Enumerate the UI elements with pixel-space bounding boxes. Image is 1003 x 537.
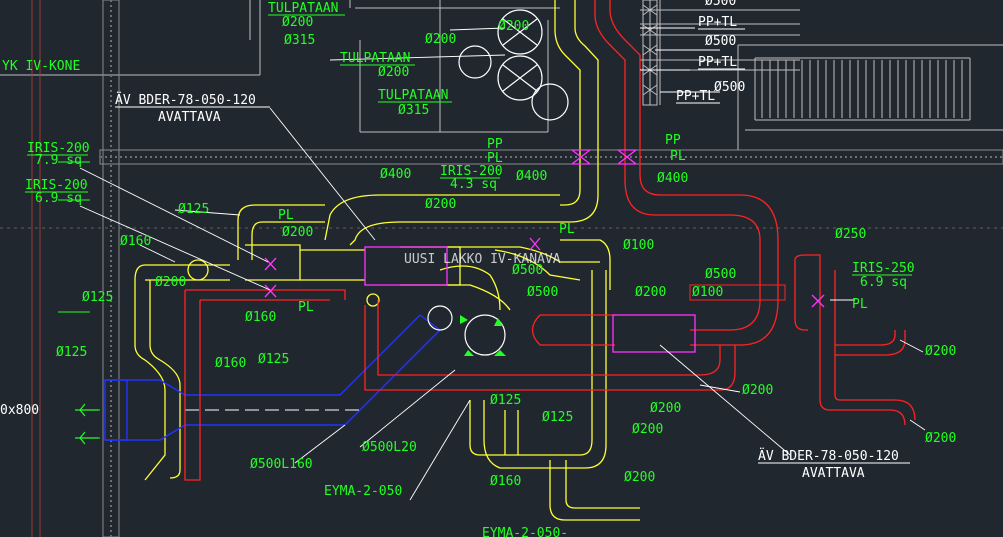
label-d200-mid: Ø200 [425,32,456,47]
label-area79: 7.9 sq [35,153,82,168]
label-d500-c: Ø500 [512,263,543,278]
label-d200-r5: Ø200 [632,422,663,437]
wall-band [0,149,1003,229]
label-eyma-1: EYMA-2-050 [324,484,402,499]
label-d125-6: Ø125 [542,410,573,425]
label-d315-2: Ø315 [398,103,429,118]
label-iris200-3: IRIS-200 [440,164,503,179]
label-d125-5: Ø125 [490,393,521,408]
label-d200-tr: Ø200 [498,19,529,34]
label-area43: 4.3 sq [450,177,497,192]
label-d500l20: Ø500L20 [362,440,417,455]
label-d315-top: Ø315 [284,33,315,48]
label-d160-1: Ø160 [120,234,151,249]
label-d125-4: Ø125 [258,352,289,367]
label-d500-top: Ø500 [705,0,736,9]
label-d400-1: Ø400 [380,167,411,182]
label-d500-c2: Ø500 [527,285,558,300]
exhaust-leader-box [689,284,786,301]
label-d200-c: Ø200 [425,197,456,212]
label-d200-r3: Ø200 [742,383,773,398]
label-d100-1: Ø100 [623,238,654,253]
label-d200-b: Ø200 [624,470,655,485]
label-d100-2: Ø100 [692,285,723,300]
label-pl-1: PL [487,151,503,166]
label-d500-2: Ø500 [705,34,736,49]
label-d500l160: Ø500L160 [250,457,313,472]
label-pl-3: PL [278,208,294,223]
label-uusi-lakko: UUSI LAKKO IV-KANAVA [404,252,561,267]
drawing-labels: TULPATAAN Ø200 Ø315 Ø200 Ø200 TULPATAAN … [0,0,956,537]
white-underlines [115,28,910,464]
building-structure [0,0,1003,150]
label-pl-4: PL [559,222,575,237]
label-d160-2: Ø160 [245,310,276,325]
label-d160-3: Ø160 [215,356,246,371]
label-tulpataan-1: TULPATAAN [268,1,338,16]
label-d200-r4: Ø200 [650,401,681,416]
label-avattava-2: AVATTAVA [802,466,865,481]
label-d125-1: Ø125 [178,202,209,217]
central-fan [427,305,506,356]
label-d200-r2: Ø200 [925,344,956,359]
exhaust-ducts [184,0,916,481]
label-tulpataan-2: TULPATAAN [340,51,410,66]
label-d200-2l: Ø200 [155,275,186,290]
label-pl-2: PL [670,149,686,164]
label-d160-4: Ø160 [490,474,521,489]
large-duct [104,314,441,441]
label-d500-r: Ø500 [705,267,736,282]
stair-hatch [761,60,963,118]
label-pl-6: PL [852,297,868,312]
label-d200-2: Ø200 [378,65,409,80]
label-underlines [25,14,912,276]
label-iris200-2: IRIS-200 [25,178,88,193]
label-avattava-1: AVATTAVA [158,110,221,125]
label-av-bder-2: ÄV BDER-78-050-120 [758,448,899,464]
label-d250: Ø250 [835,227,866,242]
label-d400-3: Ø400 [657,171,688,186]
label-tulpataan-3: TULPATAAN [378,88,448,103]
label-area69-1: 6.9 sq [35,191,82,206]
label-d500-3: Ø500 [714,80,745,95]
airflow-arrows [75,403,98,445]
label-pptl-1: PP+TL [698,15,737,30]
label-pptl-2: PP+TL [698,55,737,70]
white-leaders [79,27,926,501]
wall-column [31,0,120,537]
label-eyma-2: EYMA-2-050- [482,526,568,537]
label-area69-2: 6.9 sq [860,275,907,290]
label-pp-1: PP [487,137,503,152]
dampers [264,149,825,353]
label-d200-r1: Ø200 [635,285,666,300]
label-pptl-3: PP+TL [676,89,715,104]
label-av-bder-1: ÄV BDER-78-050-120 [115,92,256,108]
label-d200-r6: Ø200 [925,431,956,446]
label-pl-5: PL [298,300,314,315]
label-d200-l: Ø200 [282,225,313,240]
label-d125-2: Ø125 [82,290,113,305]
label-d200-top: Ø200 [282,15,313,30]
label-d400-2: Ø400 [516,169,547,184]
label-x800: 0x800 [0,403,39,418]
label-d125-3: Ø125 [56,345,87,360]
label-iris250: IRIS-250 [852,261,915,276]
label-yk-iv-kone: YK IV-KONE [2,59,80,74]
fan-units [458,9,569,121]
supply-ducts [134,0,640,521]
label-pp-2: PP [665,133,681,148]
label-iris200-1: IRIS-200 [27,141,90,156]
